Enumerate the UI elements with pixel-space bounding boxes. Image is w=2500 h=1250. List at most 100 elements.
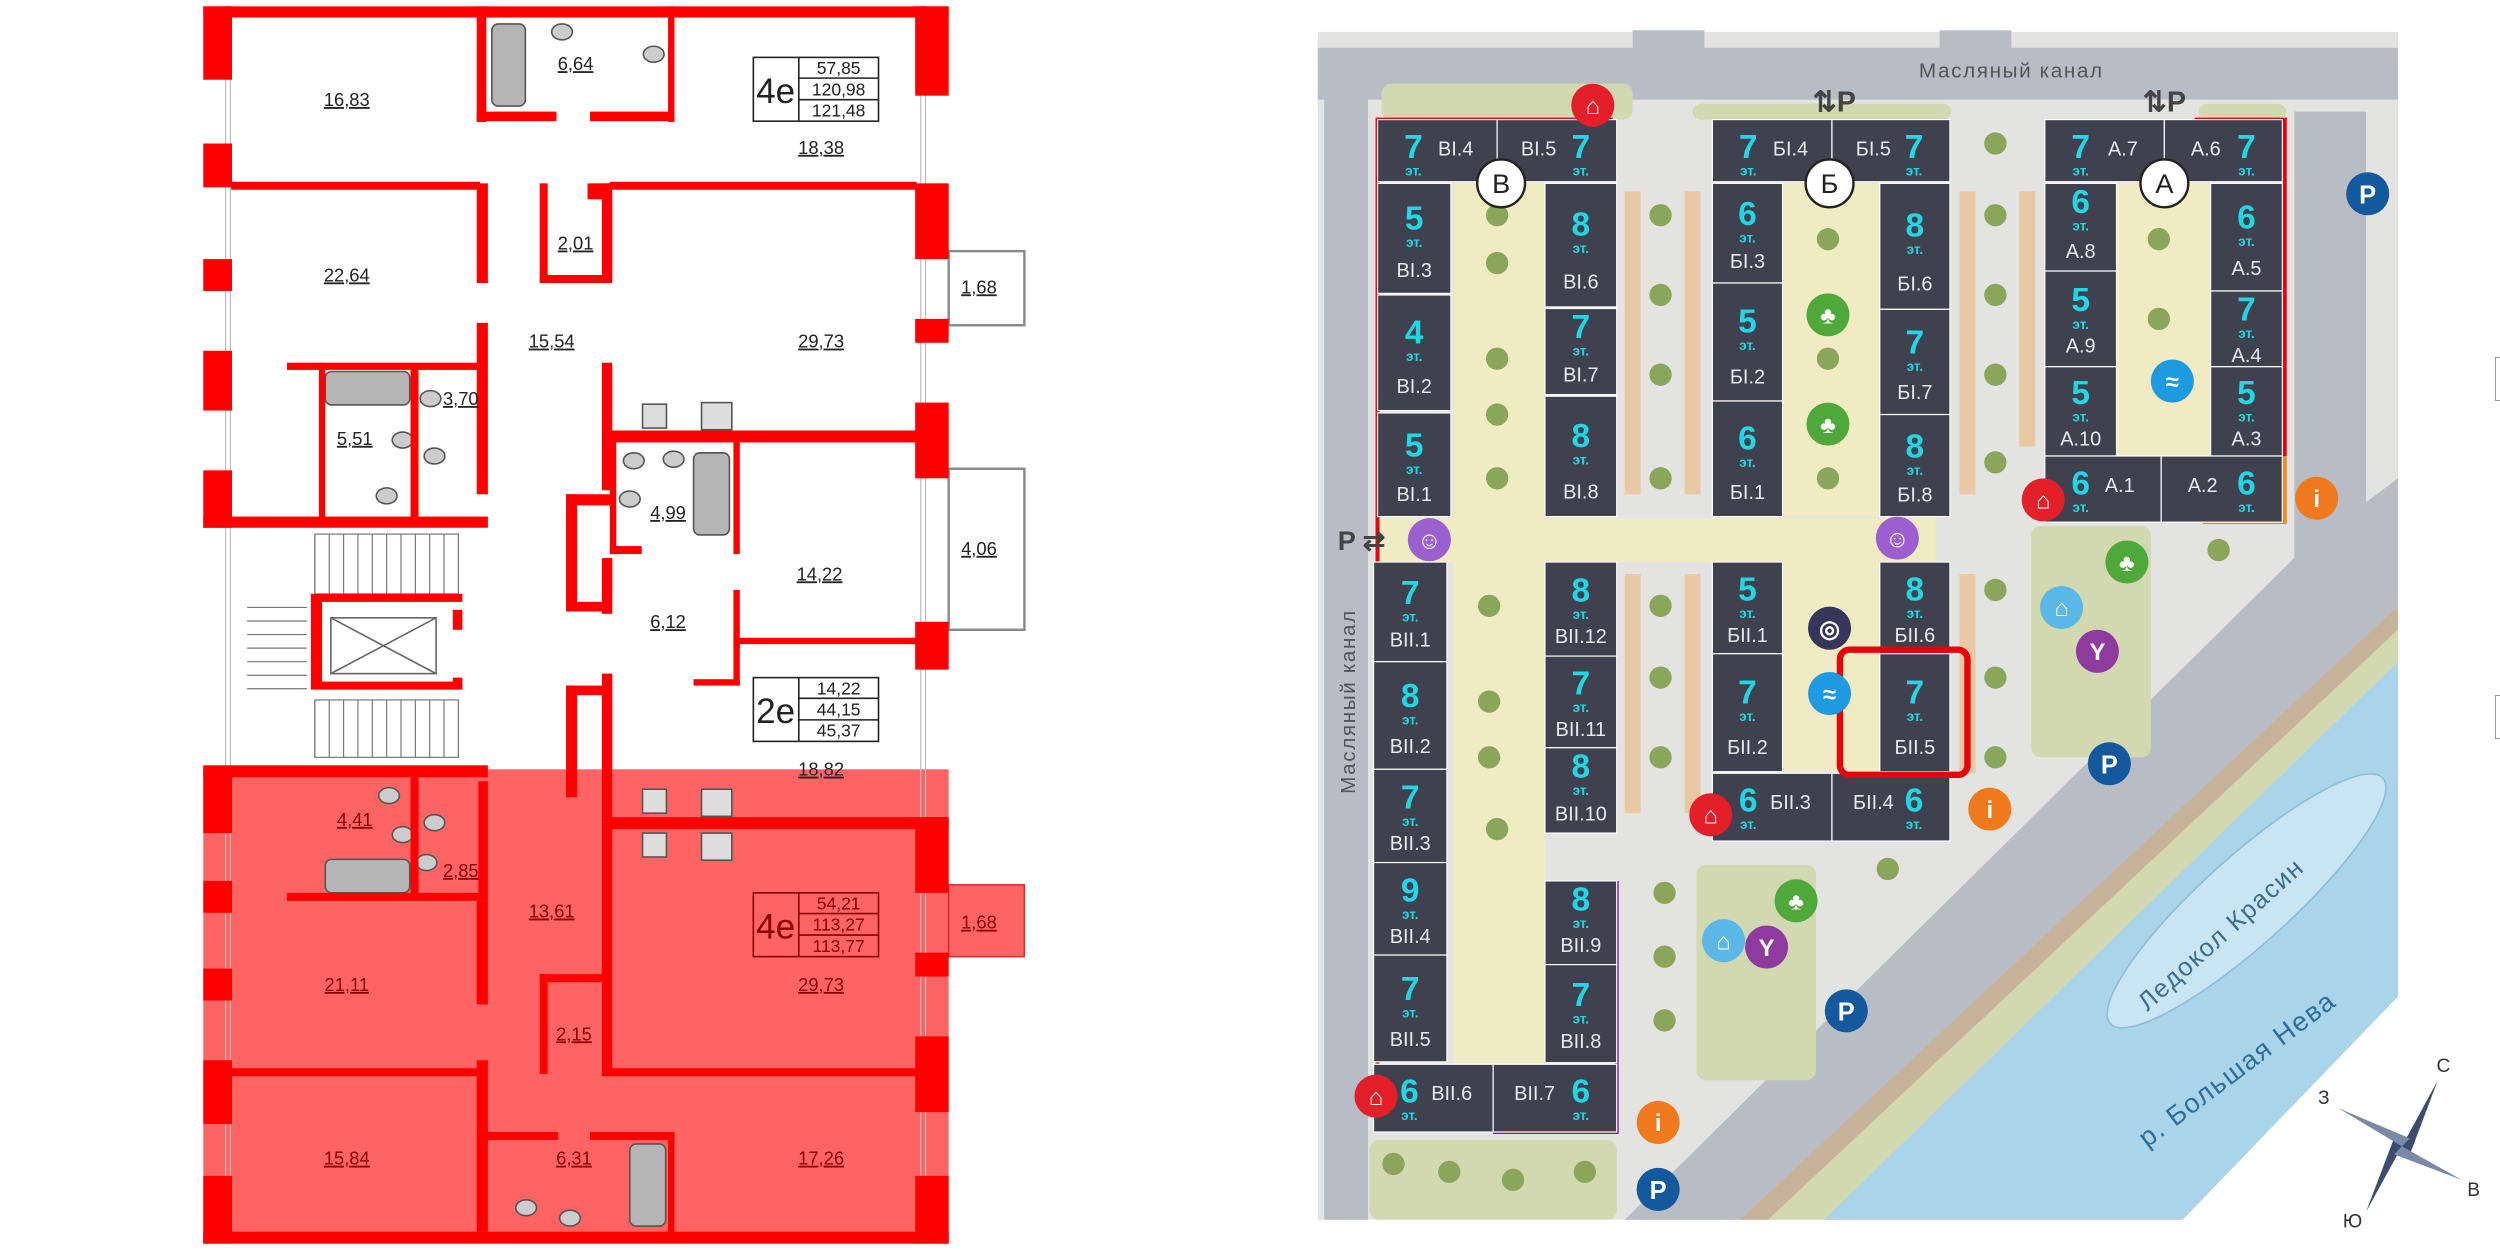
- building-block[interactable]: [1711, 182, 1784, 284]
- building-block[interactable]: [1372, 661, 1448, 770]
- building-section-ВII.3[interactable]: 7эт.ВII.3: [1372, 768, 1448, 864]
- building-section-ВI.1[interactable]: 5эт.ВI.1: [1376, 412, 1452, 518]
- building-section-ВI.4[interactable]: 7эт.ВI.4: [1376, 118, 1498, 183]
- building-section-БI.3[interactable]: 6эт.БI.3: [1711, 182, 1784, 284]
- building-block[interactable]: [2044, 455, 2162, 523]
- building-section-А.3[interactable]: 5эт.А.3: [2210, 366, 2283, 457]
- building-section-А.4[interactable]: 7эт.А.4: [2210, 290, 2283, 368]
- workout-icon[interactable]: Y: [2075, 629, 2119, 673]
- building-section-БII.5[interactable]: 7эт.БII.5: [1879, 653, 1951, 773]
- entrance-arch-icon[interactable]: ⌂: [1571, 83, 1615, 127]
- building-block[interactable]: [1544, 655, 1618, 749]
- playground-icon[interactable]: ⌂: [2040, 585, 2084, 629]
- info-icon[interactable]: i: [2295, 476, 2339, 520]
- building-section-А.10[interactable]: 5эт.А.10: [2044, 366, 2118, 457]
- pool-icon[interactable]: ≈: [2150, 359, 2194, 403]
- building-block[interactable]: [1376, 118, 1498, 183]
- building-section-БII.4[interactable]: 6эт.БII.4: [1831, 772, 1951, 842]
- parking-icon[interactable]: P: [1636, 1167, 1680, 1211]
- building-section-БII.6[interactable]: 8эт.БII.6: [1879, 561, 1951, 655]
- building-block[interactable]: [1372, 561, 1448, 663]
- park-bench-icon[interactable]: ♣: [1806, 402, 1850, 446]
- building-block[interactable]: [1544, 395, 1618, 518]
- building-section-А.1[interactable]: 6эт.А.1: [2044, 455, 2162, 523]
- parking-icon[interactable]: P: [2346, 172, 2390, 216]
- workout-icon[interactable]: Y: [1745, 925, 1789, 969]
- section-marker[interactable]: [1476, 158, 1527, 209]
- building-block[interactable]: [1376, 182, 1452, 294]
- selected-apartment-area[interactable]: [203, 769, 949, 1244]
- building-section-БI.2[interactable]: 5эт.БI.2: [1711, 282, 1784, 402]
- parking-icon[interactable]: P: [2087, 742, 2131, 786]
- building-block[interactable]: [1544, 307, 1618, 396]
- parking-icon[interactable]: P: [1824, 989, 1868, 1033]
- building-section-ВII.8[interactable]: 7эт.ВII.8: [1544, 964, 1618, 1064]
- building-section-ВII.9[interactable]: 8эт.ВII.9: [1544, 880, 1618, 966]
- section-marker[interactable]: [1804, 158, 1855, 209]
- building-section-ВII.10[interactable]: 8эт.ВII.10: [1544, 747, 1618, 834]
- building-block[interactable]: [1711, 400, 1784, 518]
- building-block[interactable]: [1831, 772, 1951, 842]
- building-block[interactable]: [1376, 412, 1452, 518]
- building-section-ВII.4[interactable]: 9эт.ВII.4: [1372, 861, 1448, 956]
- building-block[interactable]: [1544, 964, 1618, 1064]
- building-block[interactable]: [1711, 653, 1784, 773]
- building-block[interactable]: [1376, 294, 1452, 412]
- building-section-ВI.8[interactable]: 8эт.ВI.8: [1544, 395, 1618, 518]
- building-section-ВII.2[interactable]: 8эт.ВII.2: [1372, 661, 1448, 770]
- playground-icon[interactable]: ⌂: [1702, 919, 1746, 963]
- building-section-А.5[interactable]: 6эт.А.5: [2210, 182, 2283, 292]
- building-block[interactable]: [1831, 118, 1951, 183]
- building-block[interactable]: [1879, 413, 1951, 518]
- entrance-arch-icon[interactable]: ⌂: [2021, 478, 2065, 522]
- building-section-ВII.12[interactable]: 8эт.ВII.12: [1544, 561, 1618, 657]
- entrance-arch-icon[interactable]: ⌂: [1689, 793, 1733, 837]
- building-block[interactable]: [1544, 182, 1618, 308]
- park-bench-icon[interactable]: ♣: [1806, 293, 1850, 337]
- building-section-ВI.2[interactable]: 4эт.ВI.2: [1376, 294, 1452, 412]
- building-section-ВII.1[interactable]: 7эт.ВII.1: [1372, 561, 1448, 663]
- building-section-А.8[interactable]: 6эт.А.8: [2044, 182, 2118, 272]
- building-section-ВII.7[interactable]: 6эт.ВII.7: [1492, 1063, 1618, 1133]
- section-marker[interactable]: [2139, 158, 2190, 209]
- building-block[interactable]: [2210, 182, 2283, 292]
- pool-icon[interactable]: ≈: [1808, 672, 1852, 716]
- building-block[interactable]: [1372, 954, 1448, 1063]
- building-section-ВII.5[interactable]: 7эт.ВII.5: [1372, 954, 1448, 1063]
- building-section-А.2[interactable]: 6эт.А.2: [2160, 455, 2283, 523]
- building-section-ВI.3[interactable]: 5эт.ВI.3: [1376, 182, 1452, 294]
- building-section-БI.7[interactable]: 7эт.БI.7: [1879, 308, 1951, 416]
- yoga-icon[interactable]: ☺: [1407, 518, 1451, 562]
- building-block[interactable]: [1711, 561, 1784, 655]
- park-bench-icon[interactable]: ♣: [2105, 540, 2149, 584]
- entrance-arch-icon[interactable]: ⌂: [1354, 1074, 1398, 1118]
- building-section-БII.2[interactable]: 7эт.БII.2: [1711, 653, 1784, 773]
- building-block[interactable]: [1879, 653, 1951, 773]
- building-block[interactable]: [1711, 282, 1784, 402]
- building-section-А.9[interactable]: 5эт.А.9: [2044, 270, 2118, 368]
- building-block[interactable]: [1492, 1063, 1618, 1133]
- info-icon[interactable]: i: [1636, 1100, 1680, 1144]
- building-block[interactable]: [1879, 308, 1951, 416]
- park-bench-icon[interactable]: ♣: [1774, 879, 1818, 923]
- building-section-БI.5[interactable]: 7эт.БI.5: [1831, 118, 1951, 183]
- building-block[interactable]: [1544, 747, 1618, 834]
- building-section-БII.1[interactable]: 5эт.БII.1: [1711, 561, 1784, 655]
- building-block[interactable]: [2160, 455, 2283, 523]
- building-block[interactable]: [2210, 290, 2283, 368]
- building-block[interactable]: [1544, 880, 1618, 966]
- info-icon[interactable]: i: [1968, 787, 2012, 831]
- building-block[interactable]: [1372, 768, 1448, 864]
- building-section-БI.8[interactable]: 8эт.БI.8: [1879, 413, 1951, 518]
- building-section-ВI.7[interactable]: 7эт.ВI.7: [1544, 307, 1618, 396]
- building-section-ВII.11[interactable]: 7эт.ВII.11: [1544, 655, 1618, 749]
- fountain-icon[interactable]: ◎: [1808, 606, 1852, 650]
- building-section-БI.6[interactable]: 8эт.БI.6: [1879, 182, 1951, 310]
- building-section-ВI.6[interactable]: 8эт.ВI.6: [1544, 182, 1618, 308]
- building-section-БI.1[interactable]: 6эт.БI.1: [1711, 400, 1784, 518]
- yoga-icon[interactable]: ☺: [1875, 516, 1919, 560]
- building-block[interactable]: [2044, 182, 2118, 272]
